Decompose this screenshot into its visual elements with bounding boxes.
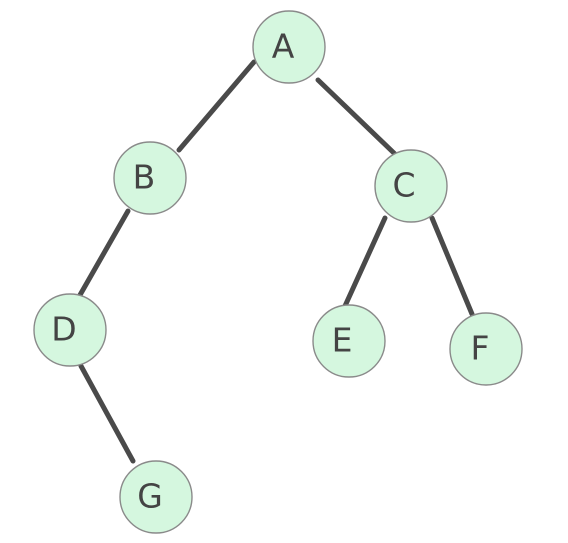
edge-a-b <box>176 59 257 153</box>
node-c-circle <box>374 149 448 223</box>
node-c-label: C <box>392 166 415 205</box>
node-f: F <box>449 312 523 386</box>
node-a-label: A <box>272 27 295 66</box>
node-a: A <box>252 10 326 84</box>
node-g: G <box>119 460 193 534</box>
edge-b-d <box>77 208 131 298</box>
edges-layer <box>77 59 475 464</box>
node-b: B <box>113 141 187 215</box>
node-g-label: G <box>137 477 163 516</box>
edge-d-g <box>78 363 136 464</box>
edge-a-c <box>315 77 399 158</box>
node-e-circle <box>312 304 386 378</box>
node-c: C <box>374 149 448 223</box>
node-b-circle <box>113 141 187 215</box>
edge-c-e <box>342 215 388 309</box>
edge-c-f <box>429 215 475 317</box>
node-g-circle <box>119 460 193 534</box>
node-d-label: D <box>51 310 76 349</box>
node-f-circle <box>449 312 523 386</box>
node-e: E <box>312 304 386 378</box>
nodes-layer: A B C D E F G <box>33 10 523 534</box>
node-e-label: E <box>332 321 353 360</box>
node-a-circle <box>252 10 326 84</box>
node-f-label: F <box>471 329 490 368</box>
node-d: D <box>33 293 107 367</box>
node-b-label: B <box>133 158 156 197</box>
node-d-circle <box>33 293 107 367</box>
